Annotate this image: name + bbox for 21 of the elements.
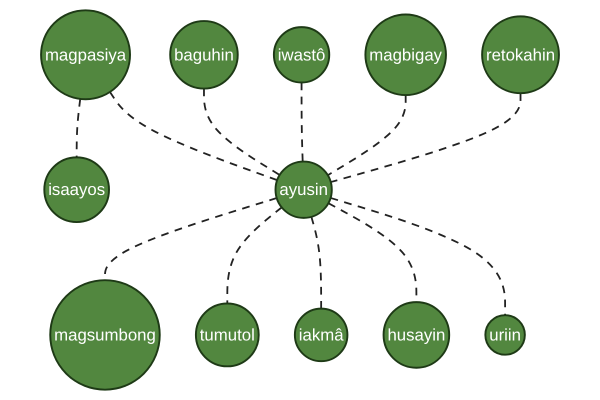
node-circle: magsumbong [49, 279, 161, 391]
node-circle: husayin [382, 301, 450, 369]
node-circle: iakmâ [294, 308, 348, 362]
connector [330, 93, 522, 183]
connector [300, 82, 304, 162]
node-circle: magpasiya [40, 9, 131, 100]
connector [330, 197, 506, 316]
connector [109, 91, 278, 182]
connector [226, 206, 282, 304]
node-circle: magbigay [364, 14, 447, 96]
connector [310, 216, 322, 309]
node-circle: tumutol [194, 302, 260, 368]
connector [76, 98, 82, 158]
node-circle: iwastô [272, 26, 330, 84]
connector [203, 88, 280, 176]
connector [327, 95, 407, 176]
node-circle: baguhin [169, 20, 239, 90]
node-circle: isaayos [43, 156, 110, 224]
node-circle: ayusin [274, 160, 333, 219]
node-circle: retokahin [481, 15, 560, 94]
node-circle: uriin [484, 314, 526, 356]
